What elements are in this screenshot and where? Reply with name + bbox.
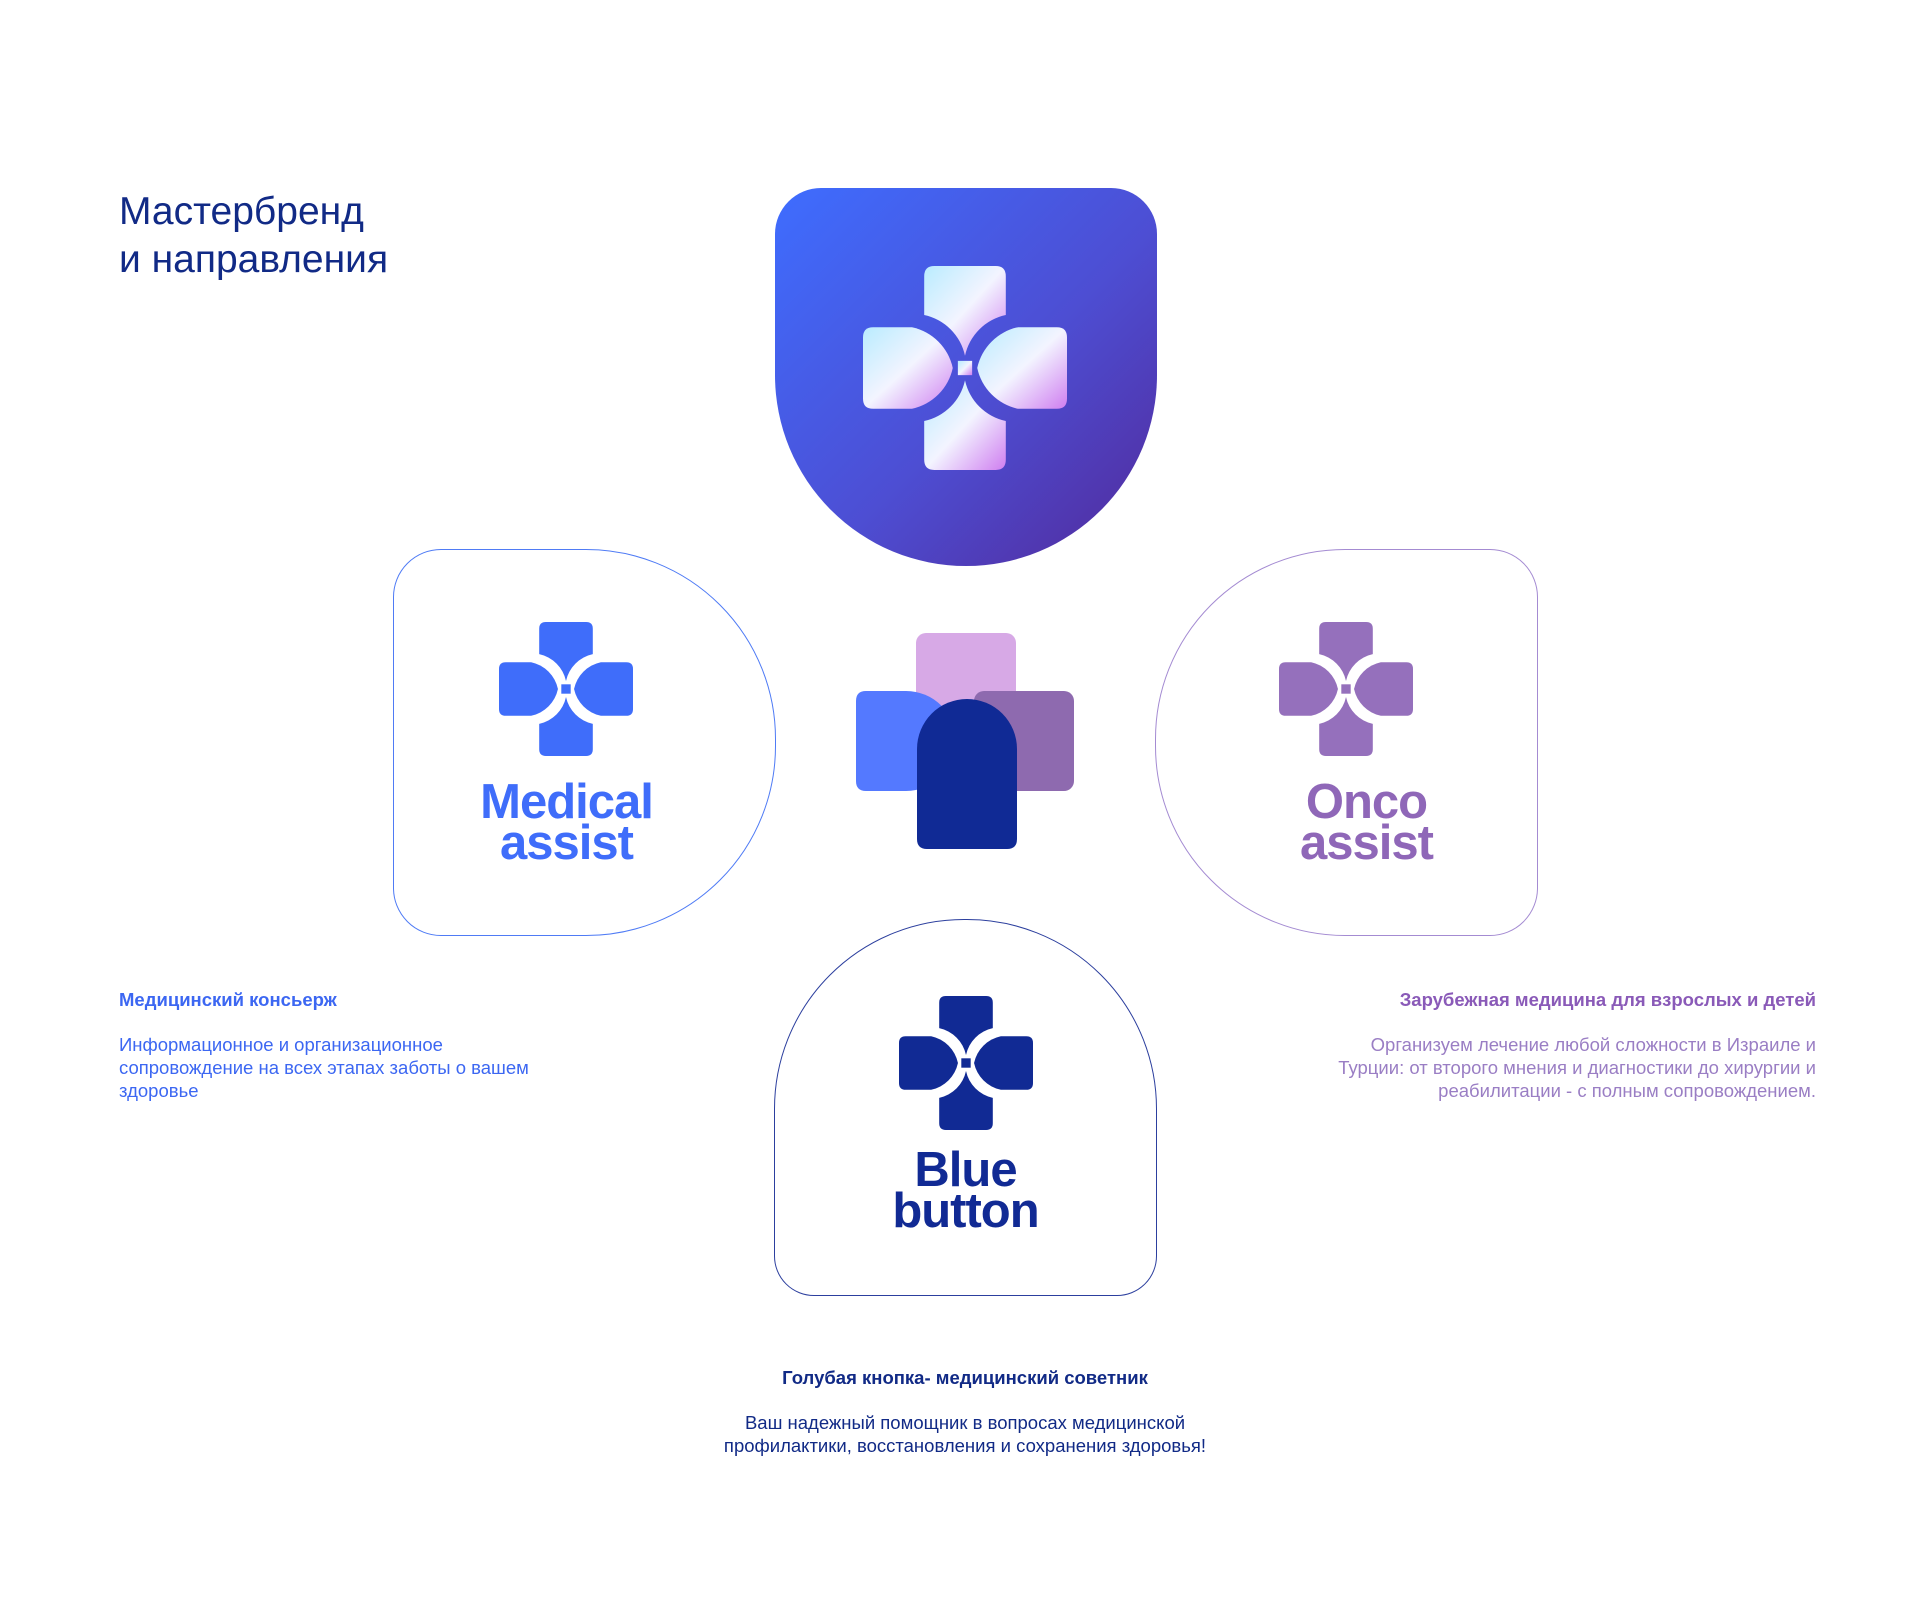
medical-cross-icon bbox=[1279, 622, 1413, 756]
medical-cross-icon bbox=[499, 622, 633, 756]
description-body: Ваш надежный помощник в вопросах медицин… bbox=[723, 1412, 1207, 1456]
wordmark-line-1: Medical bbox=[480, 775, 654, 829]
medical-assist-card: Medical assist bbox=[393, 549, 776, 936]
medical-cross-icon bbox=[899, 996, 1033, 1130]
page-title-line-1: Мастербренд bbox=[119, 190, 364, 233]
description-heading: Зарубежная медицина для взрослых и детей bbox=[1399, 989, 1816, 1010]
master-brand-shield bbox=[775, 188, 1157, 566]
wordmark-line-1: Onco bbox=[1305, 775, 1428, 829]
onco-assist-card: Onco assist bbox=[1155, 549, 1538, 936]
onco-assist-wordmark: Onco assist bbox=[1156, 775, 1537, 870]
composite-cross-logo bbox=[856, 633, 1074, 849]
medical-cross-icon bbox=[863, 266, 1067, 470]
description-body: Организуем лечение любой сложности в Изр… bbox=[1338, 1034, 1816, 1101]
logo-bottom-petal bbox=[917, 699, 1017, 849]
wordmark-line-2: assist bbox=[500, 816, 634, 870]
blue-button-description: Голубая кнопка- медицинский советник Ваш… bbox=[620, 1366, 1310, 1457]
medical-assist-wordmark: Medical assist bbox=[394, 775, 775, 870]
blue-button-card: Blue button bbox=[774, 919, 1157, 1296]
wordmark-line-2: button bbox=[892, 1184, 1039, 1238]
description-heading: Голубая кнопка- медицинский советник bbox=[782, 1367, 1148, 1388]
wordmark-line-2: assist bbox=[1300, 816, 1434, 870]
blue-button-wordmark: Blue button bbox=[775, 1143, 1156, 1238]
description-heading: Медицинский консьерж bbox=[119, 989, 337, 1010]
medical-assist-description: Медицинский консьерж Информационное и ор… bbox=[119, 988, 539, 1102]
page-title: Мастербренд и направления bbox=[119, 188, 539, 284]
wordmark-line-1: Blue bbox=[914, 1143, 1017, 1197]
description-body: Информационное и организационное сопрово… bbox=[119, 1034, 529, 1101]
page-title-line-2: и направления bbox=[119, 238, 389, 281]
onco-assist-description: Зарубежная медицина для взрослых и детей… bbox=[1220, 988, 1816, 1102]
